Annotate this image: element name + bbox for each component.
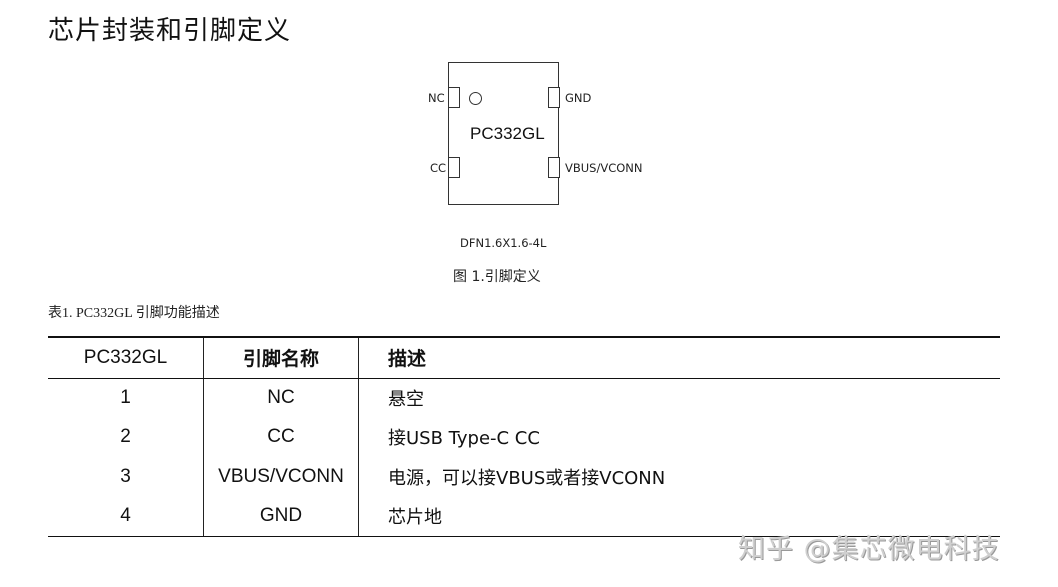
header-pin-name: 引脚名称 bbox=[203, 336, 359, 379]
figure-caption: 图 1.引脚定义 bbox=[453, 269, 541, 285]
pin-number: 4 bbox=[48, 496, 204, 537]
table-row: 3 VBUS/VCONN 电源，可以接VBUS或者接VCONN bbox=[48, 457, 1000, 497]
page-title: 芯片封装和引脚定义 bbox=[48, 16, 292, 46]
pin-label-cc: CC bbox=[430, 161, 447, 175]
pin-description: 芯片地 bbox=[358, 496, 1000, 537]
pin-function-table: PC332GL 引脚名称 描述 1 NC 悬空 2 CC 接USB Type-C… bbox=[48, 336, 1000, 537]
table-caption: 表1. PC332GL 引脚功能描述 bbox=[48, 306, 220, 321]
pin-name: CC bbox=[203, 417, 359, 457]
pin-description: 悬空 bbox=[388, 389, 424, 410]
pin-description: 接USB Type-C CC bbox=[388, 428, 540, 450]
table-row: 1 NC 悬空 bbox=[48, 378, 1000, 418]
table-row: 2 CC 接USB Type-C CC bbox=[48, 417, 1000, 457]
pad-cc bbox=[448, 157, 460, 178]
pin-name: NC bbox=[203, 378, 359, 418]
pin-label-vbus-vconn: VBUS/VCONN bbox=[565, 161, 643, 175]
chip-name: PC332GL bbox=[470, 124, 545, 143]
pin-label-gnd: GND bbox=[565, 91, 592, 105]
pin1-circle-icon bbox=[469, 92, 482, 105]
table-header-row: PC332GL 引脚名称 描述 bbox=[48, 336, 1000, 379]
pin-description: 电源，可以接VBUS或者接VCONN bbox=[388, 467, 666, 489]
pad-vbus-vconn bbox=[548, 157, 560, 178]
pad-gnd bbox=[548, 87, 560, 108]
table-row: 4 GND 芯片地 bbox=[48, 496, 1000, 537]
watermark: 知乎 @集芯微电科技 bbox=[738, 534, 1000, 565]
package-label: DFN1.6X1.6-4L bbox=[460, 236, 547, 250]
pin-number: 2 bbox=[48, 417, 204, 457]
chip-package-outline bbox=[448, 62, 559, 205]
pin-number: 1 bbox=[48, 378, 204, 418]
header-part-number: PC332GL bbox=[48, 336, 204, 379]
pin-name: VBUS/VCONN bbox=[203, 457, 359, 497]
header-description: 描述 bbox=[358, 336, 1000, 379]
pin-number: 3 bbox=[48, 457, 204, 497]
pin-name: GND bbox=[203, 496, 359, 537]
pin-label-nc: NC bbox=[428, 91, 445, 105]
pad-nc bbox=[448, 87, 460, 108]
